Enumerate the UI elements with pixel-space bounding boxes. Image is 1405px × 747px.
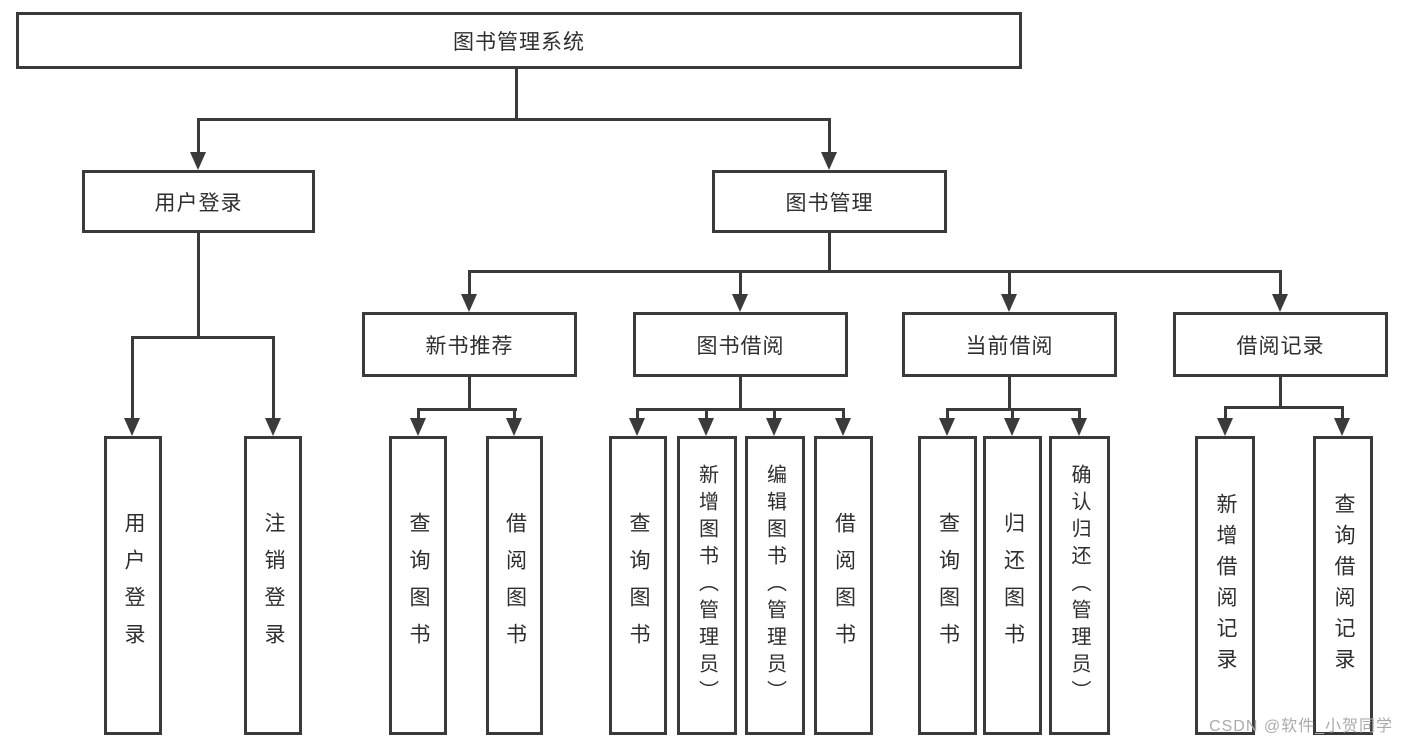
leaf-search-borrow-record-label: 查询借阅记录	[1332, 492, 1355, 679]
node-borrow-records: 借阅记录	[1173, 312, 1388, 377]
connector-line	[636, 408, 844, 411]
leaf-newbook-borrow-label: 借阅图书	[503, 511, 527, 660]
leaf-return-book: 归还图书	[983, 436, 1042, 735]
arrowhead-icon	[732, 294, 748, 312]
leaf-logout: 注销登录	[244, 436, 302, 735]
connector-line	[1279, 377, 1282, 406]
leaf-borrow-edit-book-label: 编辑图书（管理员）	[763, 464, 786, 707]
leaf-return-book-label: 归还图书	[1001, 511, 1025, 660]
leaf-search-borrow-record: 查询借阅记录	[1313, 436, 1373, 735]
connector-line	[842, 408, 845, 422]
arrowhead-icon	[766, 418, 782, 436]
connector-line	[513, 408, 516, 422]
node-book-borrow-label: 图书借阅	[696, 334, 785, 358]
connector-line	[828, 233, 831, 270]
arrowhead-icon	[190, 152, 206, 170]
arrowhead-icon	[124, 418, 140, 436]
arrowhead-icon	[698, 418, 714, 436]
connector-line	[468, 377, 471, 408]
connector-line	[468, 270, 1282, 273]
leaf-newbook-search-label: 查询图书	[407, 511, 430, 660]
arrowhead-icon	[1071, 418, 1087, 436]
leaf-newbook-search: 查询图书	[389, 436, 447, 735]
arrowhead-icon	[265, 418, 281, 436]
node-current-borrow: 当前借阅	[902, 312, 1117, 377]
arrowhead-icon	[821, 152, 837, 170]
node-root: 图书管理系统	[16, 12, 1022, 69]
connector-line	[828, 118, 831, 154]
arrowhead-icon	[1217, 418, 1233, 436]
leaf-borrow-search: 查询图书	[609, 436, 667, 735]
node-user-login: 用户登录	[82, 170, 315, 233]
leaf-borrow-search-label: 查询图书	[627, 511, 650, 660]
connector-line	[705, 408, 708, 422]
connector-line	[739, 377, 742, 408]
leaf-add-borrow-record: 新增借阅记录	[1195, 436, 1255, 735]
connector-line	[1008, 270, 1011, 296]
csdn-watermark: CSDN @软件_小贺同学	[1209, 718, 1393, 735]
connector-line	[1341, 406, 1344, 422]
leaf-current-search: 查询图书	[918, 436, 977, 735]
connector-line	[946, 408, 949, 422]
connector-line	[1224, 406, 1344, 409]
arrowhead-icon	[506, 418, 522, 436]
connector-line	[131, 336, 275, 339]
connector-line	[272, 336, 275, 420]
leaf-borrow-book-label: 借阅图书	[832, 511, 856, 660]
arrowhead-icon	[1001, 294, 1017, 312]
node-book-management: 图书管理	[712, 170, 947, 233]
leaf-add-borrow-record-label: 新增借阅记录	[1214, 492, 1237, 679]
arrowhead-icon	[1334, 418, 1350, 436]
leaf-user-login: 用户登录	[104, 436, 162, 735]
connector-line	[1224, 406, 1227, 422]
connector-line	[197, 233, 200, 336]
node-user-login-label: 用户登录	[154, 191, 243, 215]
connector-line	[197, 118, 831, 121]
connector-line	[417, 408, 420, 422]
leaf-confirm-return: 确认归还（管理员）	[1049, 436, 1110, 735]
connector-line	[739, 270, 742, 296]
connector-line	[417, 408, 517, 411]
connector-line	[1279, 270, 1282, 296]
connector-line	[1011, 408, 1014, 422]
leaf-user-login-label: 用户登录	[122, 511, 145, 660]
leaf-borrow-add-book: 新增图书（管理员）	[677, 436, 737, 735]
leaf-newbook-borrow: 借阅图书	[486, 436, 543, 735]
leaf-confirm-return-label: 确认归还（管理员）	[1068, 464, 1090, 707]
arrowhead-icon	[410, 418, 426, 436]
leaf-logout-label: 注销登录	[262, 511, 285, 660]
connector-line	[197, 118, 200, 154]
node-book-borrow: 图书借阅	[633, 312, 848, 377]
node-root-label: 图书管理系统	[453, 30, 585, 54]
arrowhead-icon	[629, 418, 645, 436]
node-borrow-records-label: 借阅记录	[1236, 334, 1325, 358]
connector-line	[468, 270, 471, 296]
connector-line	[773, 408, 776, 422]
leaf-borrow-edit-book: 编辑图书（管理员）	[745, 436, 805, 735]
leaf-borrow-book: 借阅图书	[814, 436, 873, 735]
arrowhead-icon	[461, 294, 477, 312]
leaf-current-search-label: 查询图书	[936, 511, 960, 660]
node-current-borrow-label: 当前借阅	[965, 334, 1054, 358]
node-new-book-recommend: 新书推荐	[362, 312, 577, 377]
node-book-management-label: 图书管理	[785, 191, 874, 215]
connector-line	[1008, 377, 1011, 408]
arrowhead-icon	[835, 418, 851, 436]
leaf-borrow-add-book-label: 新增图书（管理员）	[695, 464, 718, 707]
connector-line	[636, 408, 639, 422]
arrowhead-icon	[939, 418, 955, 436]
connector-line	[131, 336, 134, 420]
arrowhead-icon	[1004, 418, 1020, 436]
arrowhead-icon	[1272, 294, 1288, 312]
node-new-book-recommend-label: 新书推荐	[425, 334, 514, 358]
connector-line	[1078, 408, 1081, 422]
connector-line	[515, 69, 518, 118]
